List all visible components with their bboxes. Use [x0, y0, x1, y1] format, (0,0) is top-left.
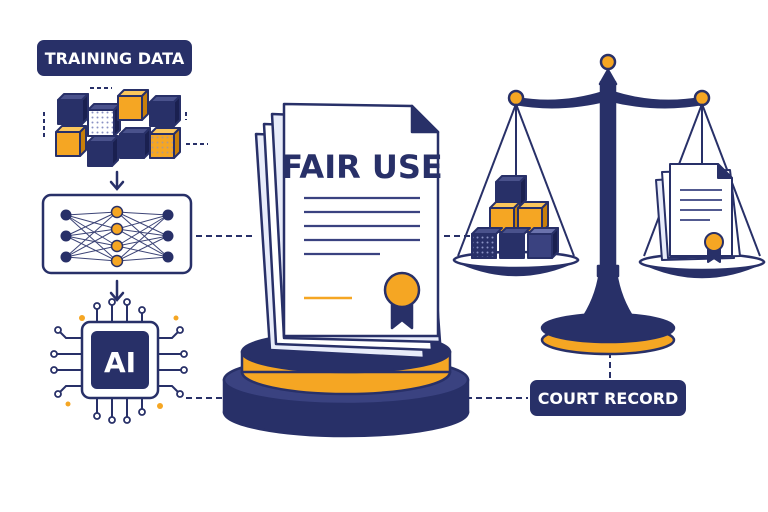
training-data-label-text: TRAINING DATA [45, 49, 185, 68]
dashed-connectors [186, 235, 611, 399]
training-data-label: TRAINING DATA [37, 40, 192, 76]
data-cubes-icon [43, 87, 208, 167]
award-seal-icon [704, 232, 724, 263]
arrow-down-icon [109, 279, 125, 302]
document-title: FAIR USE [281, 148, 443, 186]
ai-chip-label: AI [104, 346, 136, 379]
data-cubes-icon [471, 175, 559, 259]
ai-chip-icon: AI [50, 298, 188, 424]
neural-network-icon [41, 193, 193, 275]
court-record-label: COURT RECORD [530, 380, 686, 416]
court-record-label-text: COURT RECORD [538, 389, 679, 408]
arrow-down-icon [109, 170, 125, 191]
award-seal-icon [383, 271, 421, 330]
document-stack-icon [655, 163, 741, 261]
document-stack-icon: FAIR USE [254, 102, 443, 360]
